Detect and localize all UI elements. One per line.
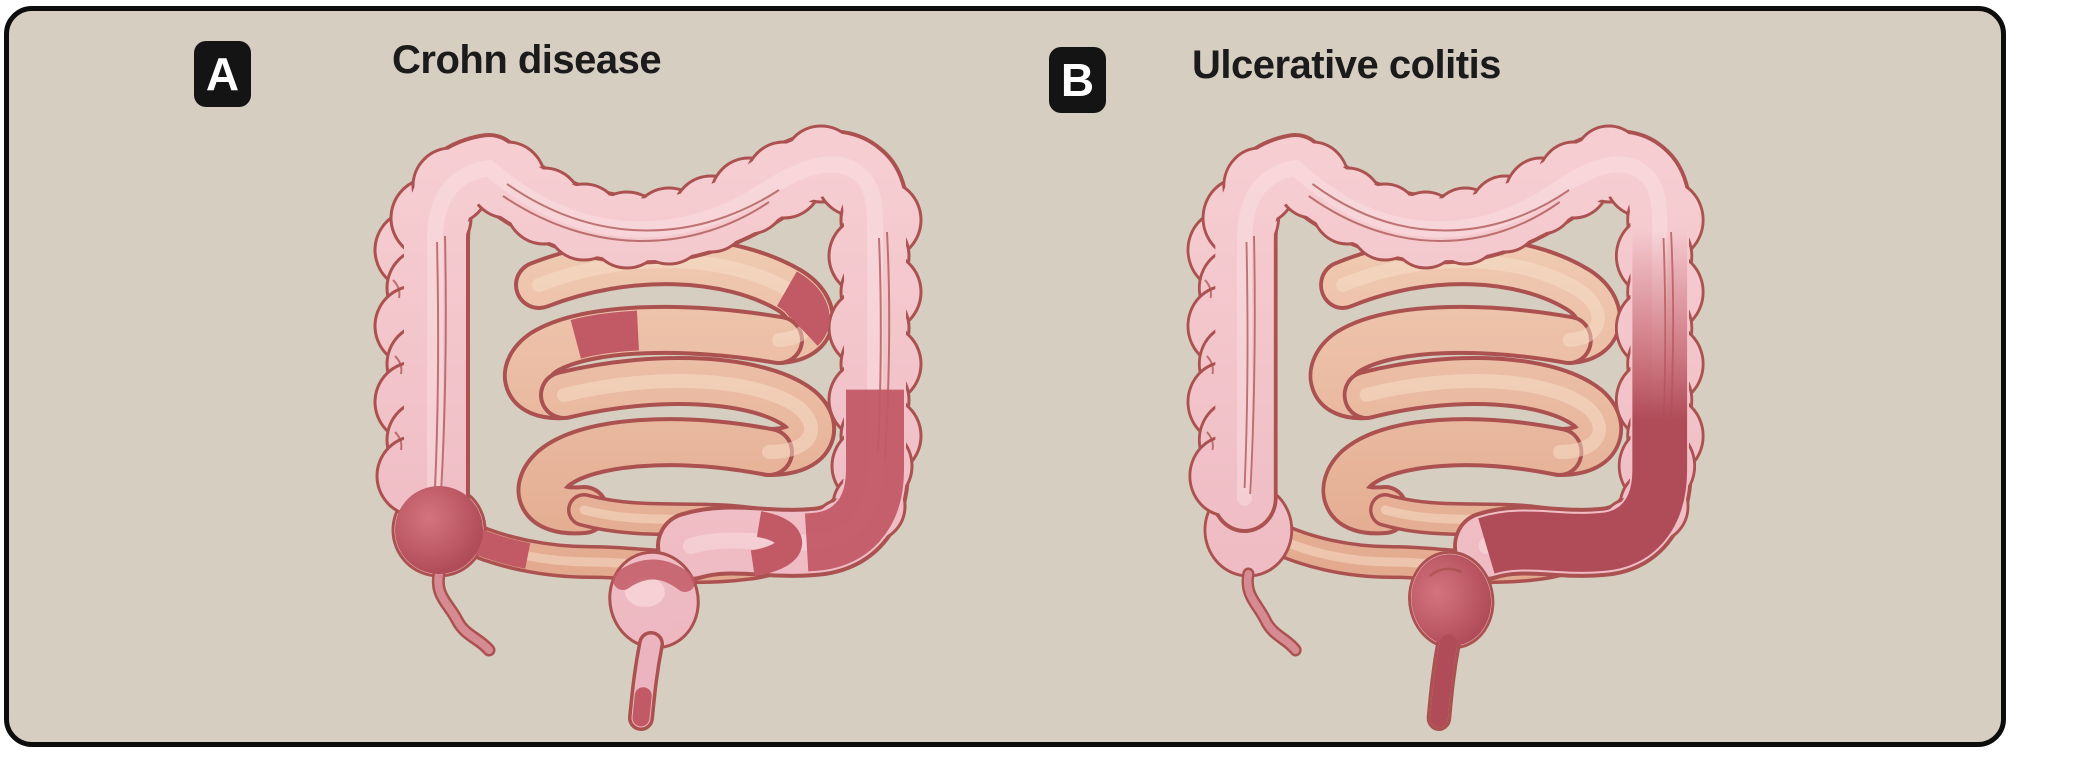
inflamed-rectum-bulb <box>1411 554 1492 646</box>
rectum-detail-line <box>1428 567 1463 578</box>
panel-ulcerative-colitis: B Ulcerative colitis <box>1029 11 1749 742</box>
uc-continuous-inflammation <box>1245 164 1660 718</box>
panel-a-badge: A <box>194 41 251 107</box>
panel-b-title: Ulcerative colitis <box>1192 43 1501 87</box>
panel-b-badge: B <box>1049 47 1106 113</box>
inflamed-cecum <box>395 486 483 574</box>
crohn-illustration <box>339 90 959 750</box>
inflamed-rectal-tube <box>1439 644 1448 718</box>
inflamed-rectal-junction <box>613 559 695 592</box>
panel-crohn-disease: A Crohn disease <box>169 11 969 742</box>
ulcerative-colitis-illustration <box>1154 90 1739 750</box>
figure-box: A Crohn disease B Ulcerative colitis <box>4 6 2006 747</box>
panel-a-title: Crohn disease <box>392 38 662 82</box>
crohn-skip-lesions <box>395 164 875 718</box>
